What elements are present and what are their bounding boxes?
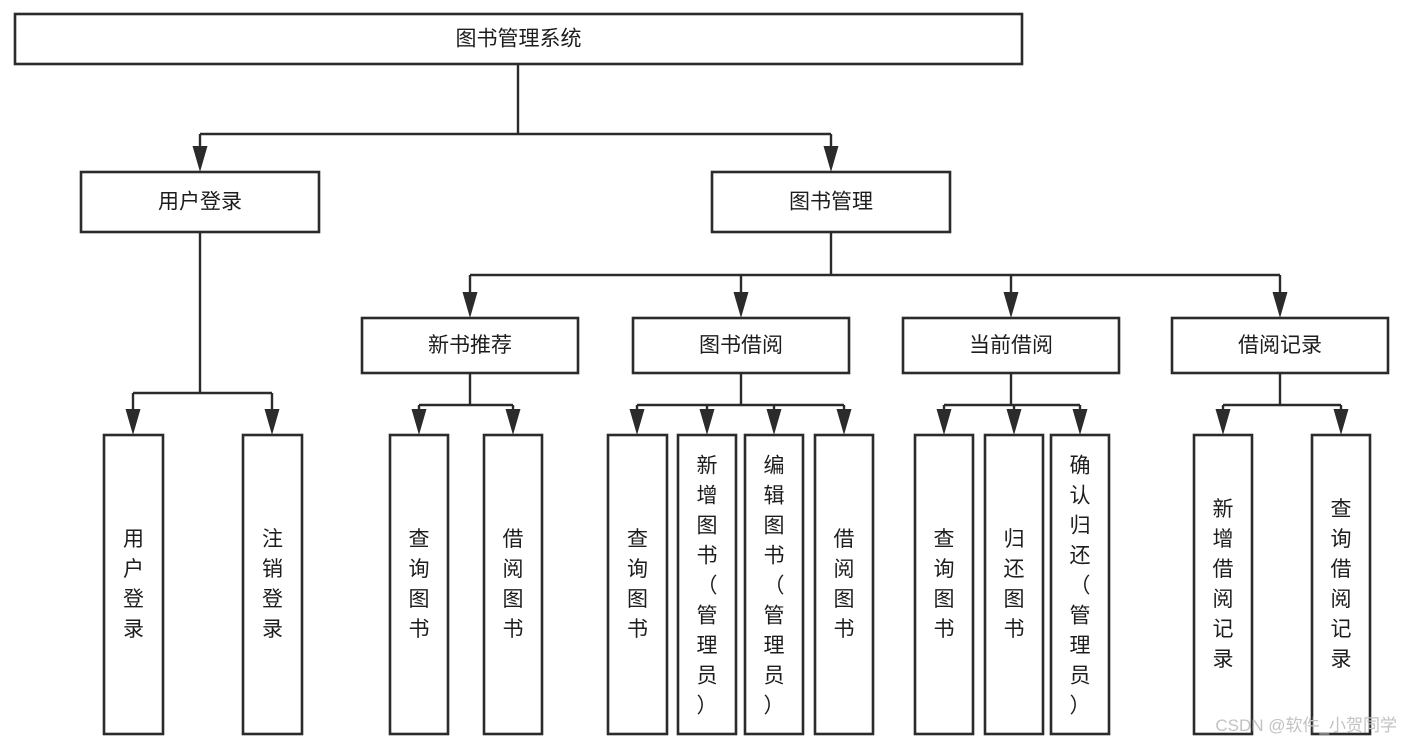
nodes-layer: 图书管理系统用户登录图书管理新书推荐图书借阅当前借阅借阅记录用户登录注销登录查询… <box>13 12 1390 736</box>
connector-book-mgmt-to-level3 <box>462 232 1288 318</box>
leaf-node[interactable]: 查询图书 <box>388 433 450 736</box>
leaf-label: 注销登录 <box>262 528 283 641</box>
leaf-label: 用户登录 <box>123 528 144 641</box>
level3-node[interactable]: 图书借阅 <box>631 316 851 375</box>
connector-book-borrow-to-leaves <box>629 373 852 435</box>
leaf-node[interactable]: 确认归还（管理员） <box>1049 433 1111 736</box>
leaf-node[interactable]: 借阅图书 <box>813 433 875 736</box>
connector-borrow-record-to-leaves <box>1215 373 1349 435</box>
connector-user-login-to-leaves <box>125 232 280 435</box>
arrow-head <box>411 409 427 435</box>
level3-label: 当前借阅 <box>969 334 1053 357</box>
leaf-node[interactable]: 编辑图书（管理员） <box>743 433 805 736</box>
leaf-label: 查询借阅记录 <box>1331 498 1352 671</box>
level2-node[interactable]: 图书管理 <box>710 170 952 234</box>
leaf-label: 查询图书 <box>627 528 648 641</box>
leaf-node[interactable]: 查询图书 <box>913 433 975 736</box>
leaf-label: 查询图书 <box>934 528 955 641</box>
leaf-label: 借阅图书 <box>834 528 855 641</box>
leaf-box[interactable] <box>1192 433 1254 736</box>
leaf-label: 查询图书 <box>409 528 430 641</box>
arrow-head <box>766 409 782 435</box>
leaf-node[interactable]: 注销登录 <box>241 433 304 736</box>
leaf-box[interactable] <box>743 433 805 736</box>
leaf-node[interactable]: 新增借阅记录 <box>1192 433 1254 736</box>
leaf-box[interactable] <box>482 433 544 736</box>
level3-label: 新书推荐 <box>428 334 512 357</box>
arrow-head <box>836 409 852 435</box>
arrow-head <box>936 409 952 435</box>
leaf-node[interactable]: 查询借阅记录 <box>1310 433 1372 736</box>
arrow-head <box>1215 409 1231 435</box>
leaf-node[interactable]: 用户登录 <box>102 433 165 736</box>
leaf-label: 新增图书（管理员） <box>697 455 718 718</box>
connector-root-to-level2 <box>192 64 839 172</box>
leaf-box[interactable] <box>241 433 304 736</box>
connector-current-borrow-to-leaves <box>936 373 1088 435</box>
level3-box[interactable] <box>901 316 1121 375</box>
arrow-head <box>699 409 715 435</box>
leaf-label: 归还图书 <box>1004 528 1025 641</box>
leaf-box[interactable] <box>1310 433 1372 736</box>
leaf-label: 借阅图书 <box>503 528 524 641</box>
arrow-head <box>462 292 478 318</box>
level2-label: 图书管理 <box>789 191 873 214</box>
root-node[interactable]: 图书管理系统 <box>13 12 1024 66</box>
leaf-label: 新增借阅记录 <box>1213 498 1234 671</box>
level3-box[interactable] <box>631 316 851 375</box>
level3-label: 图书借阅 <box>699 334 783 357</box>
leaf-box[interactable] <box>813 433 875 736</box>
arrow-head <box>1333 409 1349 435</box>
arrow-head <box>125 409 141 435</box>
level2-node[interactable]: 用户登录 <box>79 170 321 234</box>
root-label: 图书管理系统 <box>456 28 582 51</box>
arrow-head <box>629 409 645 435</box>
level3-node[interactable]: 新书推荐 <box>360 316 580 375</box>
leaf-label: 确认归还（管理员） <box>1070 455 1091 718</box>
arrow-head <box>823 146 839 172</box>
arrow-head <box>505 409 521 435</box>
level2-box[interactable] <box>79 170 321 234</box>
level3-node[interactable]: 当前借阅 <box>901 316 1121 375</box>
leaf-node[interactable]: 查询图书 <box>606 433 669 736</box>
leaf-box[interactable] <box>1049 433 1111 736</box>
leaf-box[interactable] <box>102 433 165 736</box>
leaf-node[interactable]: 借阅图书 <box>482 433 544 736</box>
level3-box[interactable] <box>1170 316 1390 375</box>
level2-box[interactable] <box>710 170 952 234</box>
arrow-head <box>1006 409 1022 435</box>
arrow-head <box>733 292 749 318</box>
leaf-box[interactable] <box>913 433 975 736</box>
level3-node[interactable]: 借阅记录 <box>1170 316 1390 375</box>
connectors-layer <box>125 64 1349 435</box>
leaf-box[interactable] <box>676 433 738 736</box>
arrow-head <box>1272 292 1288 318</box>
leaf-box[interactable] <box>606 433 669 736</box>
leaf-node[interactable]: 归还图书 <box>983 433 1045 736</box>
leaf-box[interactable] <box>388 433 450 736</box>
connector-new-book-to-leaves <box>411 373 521 435</box>
arrow-head <box>192 146 208 172</box>
leaf-label: 编辑图书（管理员） <box>764 455 785 718</box>
root-box[interactable] <box>13 12 1024 66</box>
arrow-head <box>1072 409 1088 435</box>
leaf-box[interactable] <box>983 433 1045 736</box>
arrow-head <box>1003 292 1019 318</box>
arrow-head <box>264 409 280 435</box>
level2-label: 用户登录 <box>158 191 242 214</box>
leaf-node[interactable]: 新增图书（管理员） <box>676 433 738 736</box>
level3-label: 借阅记录 <box>1238 334 1322 357</box>
csdn-watermark: CSDN @软件_小贺同学 <box>1215 716 1397 735</box>
level3-box[interactable] <box>360 316 580 375</box>
